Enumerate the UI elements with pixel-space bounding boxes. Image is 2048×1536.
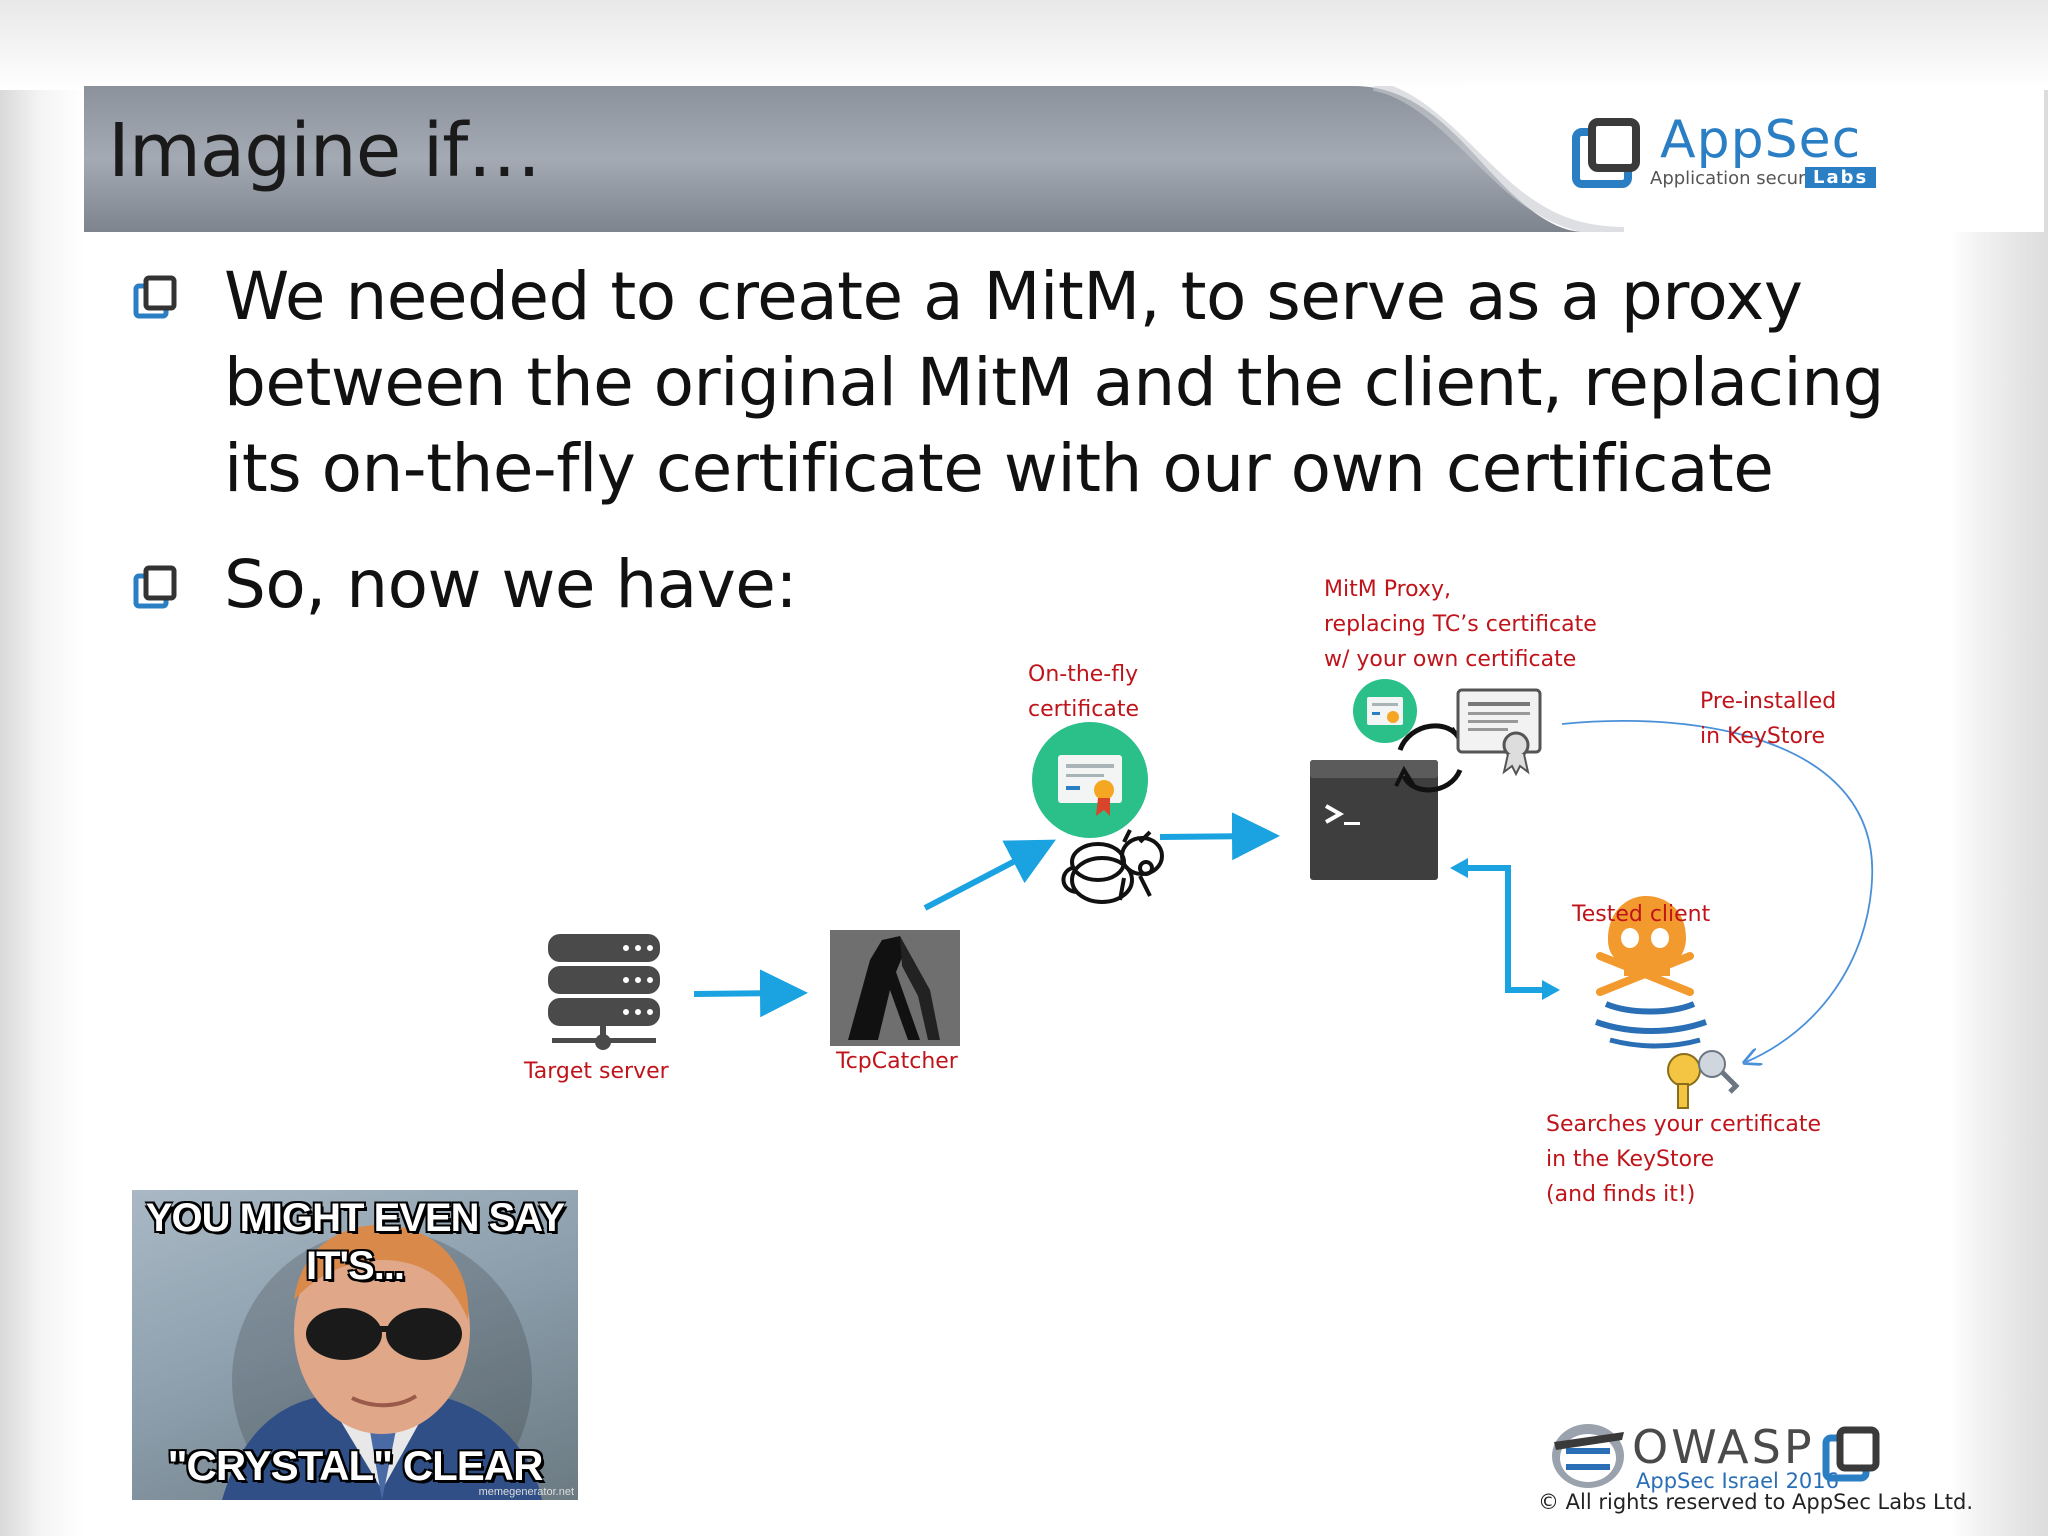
server-icon — [548, 934, 660, 1050]
terminal-icon — [1310, 760, 1438, 880]
owasp-event: AppSec Israel 2016 — [1636, 1469, 1840, 1493]
keys-icon — [1667, 1050, 1740, 1109]
meme-image: YOU MIGHT EVEN SAY IT'S... "CRYSTAL" CLE… — [132, 1190, 578, 1500]
tcpcatcher-icon — [830, 930, 960, 1046]
bullet-text-1: We needed to create a MitM, to serve as … — [224, 258, 1884, 507]
copyright-notice: © All rights reserved to AppSec Labs Ltd… — [1538, 1490, 1973, 1514]
label-searches-keystore: Searches your certificate in the KeyStor… — [1546, 1112, 1822, 1207]
logo-labs: Labs — [1805, 167, 1877, 188]
bullet-text-2: So, now we have: — [224, 546, 798, 623]
label-on-the-fly-certificate: On-the-fly certificate — [1028, 662, 1140, 722]
slide-title: Imagine if… — [108, 108, 541, 194]
bullet-icon — [133, 275, 177, 319]
slide-top-fade — [0, 0, 2048, 90]
logo-brand-text: AppSec — [1660, 110, 1862, 170]
meme-bottom-text: "CRYSTAL" CLEAR — [167, 1442, 544, 1489]
appsec-footer-logo-icon — [1822, 1426, 1880, 1482]
fly-icon — [1061, 829, 1164, 904]
logo-tagline: Application security — [1650, 168, 1829, 189]
bullet-icon — [133, 565, 177, 609]
meme-watermark: memegenerator.net — [478, 1486, 574, 1498]
label-tcpcatcher: TcpCatcher — [836, 1049, 958, 1074]
certificate-badge-icon — [1353, 679, 1417, 743]
label-pre-installed: Pre-installed in KeyStore — [1700, 689, 1837, 749]
appsec-logo-icon — [1572, 118, 1640, 188]
label-tested-client: Tested client — [1572, 902, 1711, 927]
meme-top-text: YOU MIGHT EVEN SAY IT'S... — [145, 1196, 565, 1288]
title-bar — [84, 86, 2044, 232]
certificate-document-icon — [1456, 688, 1542, 777]
label-target-server: Target server — [524, 1059, 669, 1084]
owasp-name: OWASP — [1632, 1420, 1815, 1474]
meme-face-illustration — [222, 1224, 542, 1500]
owasp-israel-logo-icon — [1552, 1424, 1624, 1488]
java-skull-icon — [1595, 896, 1707, 1049]
label-mitm-proxy: MitM Proxy, replacing TC’s certificate w… — [1324, 577, 1597, 672]
certificate-badge-icon — [1032, 722, 1148, 838]
